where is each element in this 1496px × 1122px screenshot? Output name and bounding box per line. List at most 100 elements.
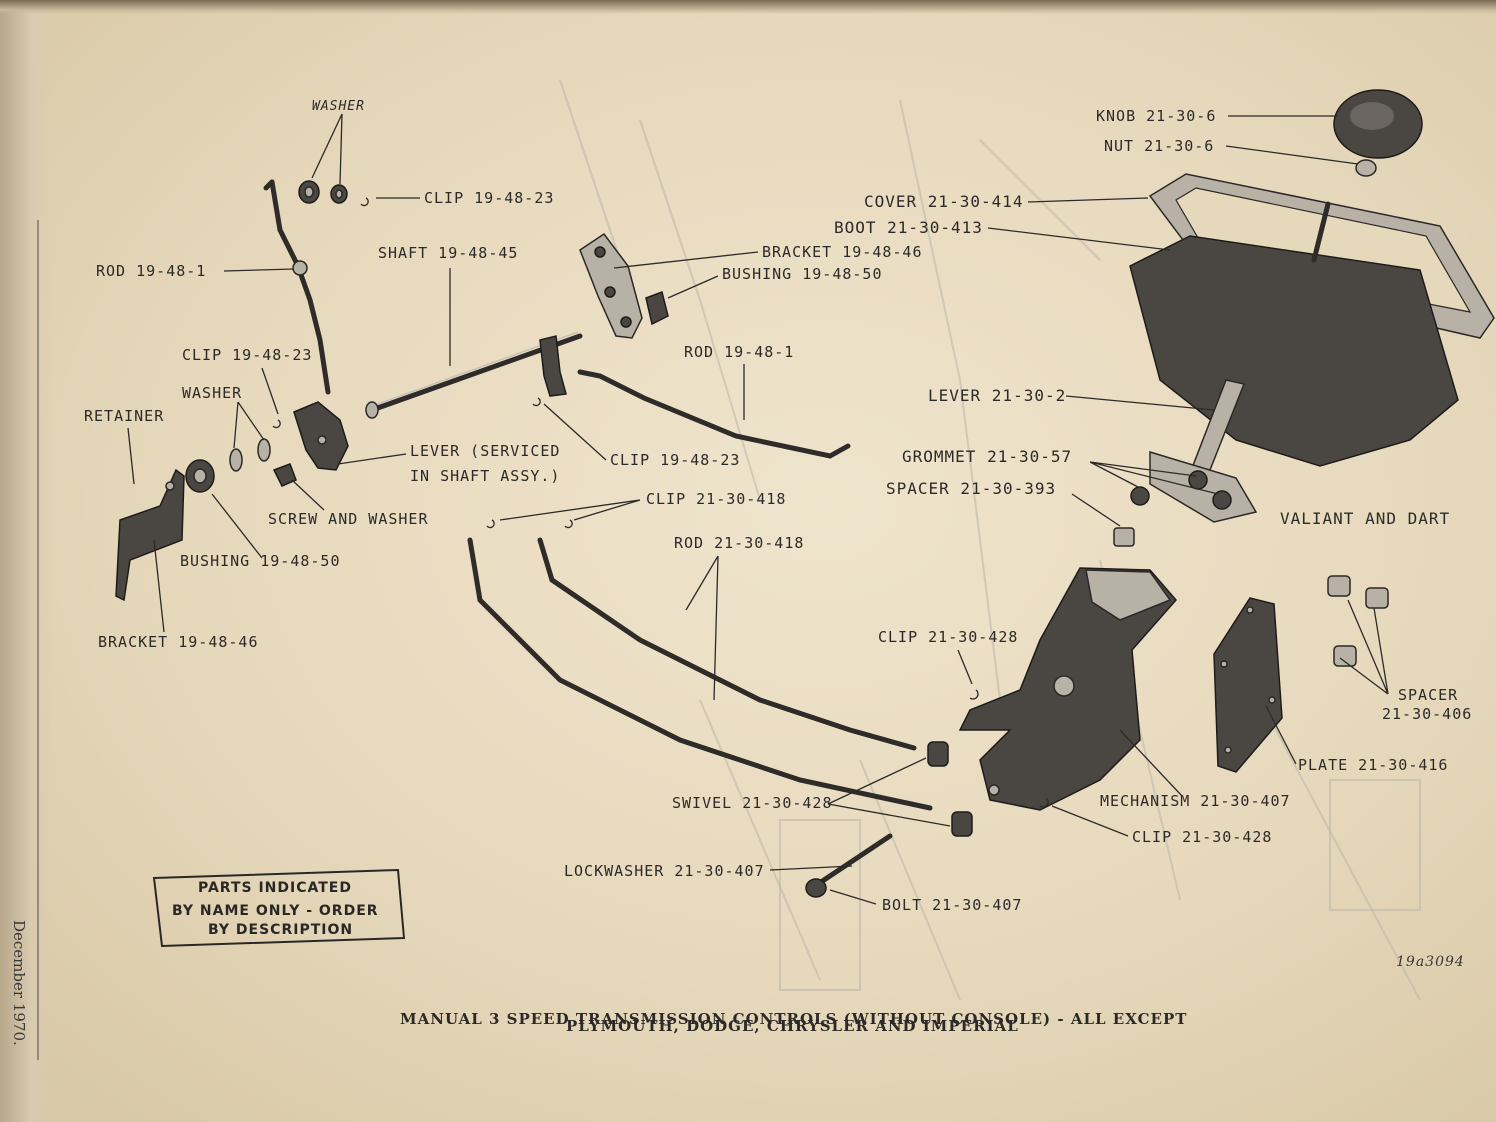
label-washer-top: WASHER	[312, 99, 365, 114]
label-clip-21-30-428-low: CLIP 21-30-428	[1132, 828, 1272, 846]
label-lever-21-30-2: LEVER 21-30-2	[928, 386, 1066, 405]
label-rod-19-48-1-right: ROD 19-48-1	[684, 343, 794, 361]
bolt-head	[805, 878, 827, 898]
knob-highlight	[1350, 102, 1394, 130]
label-spacer-406-line1: SPACER	[1398, 686, 1458, 704]
plate-hole-1	[1246, 606, 1254, 614]
washer-hole-1	[304, 186, 314, 198]
plate-hole-4	[1268, 696, 1276, 704]
label-bushing-19-48-50-low: BUSHING 19-48-50	[180, 552, 341, 570]
grommet-part-3	[1212, 490, 1232, 510]
label-bushing-19-48-50-top: BUSHING 19-48-50	[722, 265, 883, 283]
grommet-part-1	[1130, 486, 1150, 506]
lever-hole	[317, 435, 327, 445]
label-rod-21-30-418: ROD 21-30-418	[674, 534, 804, 552]
page-top-edge	[0, 0, 1496, 14]
spacer-406-part-2	[1365, 587, 1389, 609]
figure-number: 19a3094	[1396, 954, 1465, 970]
clip-428-part-1	[969, 689, 979, 700]
bracket-hole-2	[604, 286, 616, 298]
washer-mid-1	[229, 448, 243, 472]
label-clip-19-48-23-mid: CLIP 19-48-23	[182, 346, 312, 364]
swivel-part-2	[951, 811, 973, 837]
rod-21-30-418-part-1	[467, 537, 933, 811]
notice-line-1: PARTS INDICATED	[198, 880, 352, 896]
bushing-hole	[193, 468, 207, 484]
rod-swivel-ball	[292, 260, 308, 276]
clip-428-part-2	[1039, 797, 1049, 808]
label-swivel: SWIVEL 21-30-428	[672, 794, 833, 812]
clip-part-mid	[272, 419, 281, 429]
boot-part	[1129, 235, 1459, 467]
label-lever-serviced-2: IN SHAFT ASSY.)	[410, 467, 560, 485]
notice-line-3: BY DESCRIPTION	[208, 922, 353, 938]
label-screw-and-washer: SCREW AND WASHER	[268, 510, 429, 528]
label-shaft: SHAFT 19-48-45	[378, 244, 518, 262]
caption-line-2: PLYMOUTH, DODGE, CHRYSLER AND IMPERIAL	[566, 1017, 1019, 1035]
bracket-hole-1	[594, 246, 606, 258]
page-binding-shadow	[0, 0, 52, 1122]
screw-part	[272, 463, 297, 487]
plate-hole-3	[1224, 746, 1232, 754]
rod-21-30-418-part-2	[537, 537, 917, 751]
rod-19-48-1-right-part	[577, 369, 851, 459]
label-retainer: RETAINER	[84, 407, 164, 425]
label-spacer-406-line2: 21-30-406	[1382, 705, 1472, 723]
bracket-19-48-46-part-top	[579, 232, 643, 339]
label-spacer-21-30-393: SPACER 21-30-393	[886, 479, 1056, 498]
bushing-19-48-50-part-top	[645, 291, 669, 326]
swivel-part-1	[927, 741, 949, 767]
parts-notice-box: PARTS INDICATED BY NAME ONLY - ORDER BY …	[152, 868, 406, 948]
label-plate: PLATE 21-30-416	[1298, 756, 1448, 774]
gear-stick	[1311, 201, 1331, 263]
notice-line-2: BY NAME ONLY - ORDER	[172, 903, 379, 919]
clip-part-low	[532, 397, 541, 407]
spacer-21-30-393-part	[1113, 527, 1135, 547]
label-grommet: GROMMET 21-30-57	[902, 447, 1072, 466]
grommet-part-2	[1188, 470, 1208, 490]
clip-part-top	[360, 197, 369, 207]
bolt-21-30-407-part	[809, 833, 893, 891]
shaft-arm	[539, 335, 567, 397]
rod-hook	[263, 179, 275, 191]
label-washer-mid: WASHER	[182, 384, 242, 402]
bracket-low-hole	[165, 481, 175, 491]
washer-hole-2	[335, 189, 343, 199]
clip-418-part-2	[564, 519, 573, 529]
bleed-through-lines	[559, 79, 1421, 1001]
label-lever-serviced-1: LEVER (SERVICED	[410, 442, 560, 460]
label-bracket-19-48-46-top: BRACKET 19-48-46	[762, 243, 923, 261]
label-nut: NUT 21-30-6	[1104, 137, 1214, 155]
plate-hole-2	[1220, 660, 1228, 668]
label-rod-19-48-1-left: ROD 19-48-1	[96, 262, 206, 280]
label-valiant-and-dart: VALIANT AND DART	[1280, 509, 1450, 528]
label-clip-21-30-418: CLIP 21-30-418	[646, 490, 786, 508]
caption-line-1: MANUAL 3 SPEED TRANSMISSION CONTROLS (WI…	[400, 1010, 1187, 1028]
label-knob: KNOB 21-30-6	[1096, 107, 1216, 125]
mechanism-top-plate	[1085, 569, 1172, 621]
mechanism-mount-hole	[988, 784, 1000, 796]
side-date: December 1970.	[10, 920, 28, 1046]
label-clip-21-30-428-top: CLIP 21-30-428	[878, 628, 1018, 646]
spacer-406-part-3	[1333, 645, 1357, 667]
nut-part	[1355, 159, 1377, 177]
shaft-end	[365, 401, 379, 419]
mechanism-pivot	[1053, 675, 1075, 697]
label-mechanism: MECHANISM 21-30-407	[1100, 792, 1291, 810]
bracket-hole-3	[620, 316, 632, 328]
label-clip-19-48-23-low: CLIP 19-48-23	[610, 451, 740, 469]
plate-21-30-416-part	[1213, 597, 1283, 773]
bracket-19-48-46-part-low	[115, 468, 185, 602]
label-boot: BOOT 21-30-413	[834, 218, 983, 237]
label-bracket-19-48-46-low: BRACKET 19-48-46	[98, 633, 259, 651]
spacer-406-part-1	[1327, 575, 1351, 597]
label-clip-19-48-23-top: CLIP 19-48-23	[424, 189, 554, 207]
washer-mid-2	[257, 438, 271, 462]
label-cover: COVER 21-30-414	[864, 192, 1024, 211]
label-bolt: BOLT 21-30-407	[882, 896, 1022, 914]
label-lockwasher: LOCKWASHER 21-30-407	[564, 862, 765, 880]
clip-418-part-1	[486, 519, 495, 529]
leader-lines	[127, 113, 1389, 905]
